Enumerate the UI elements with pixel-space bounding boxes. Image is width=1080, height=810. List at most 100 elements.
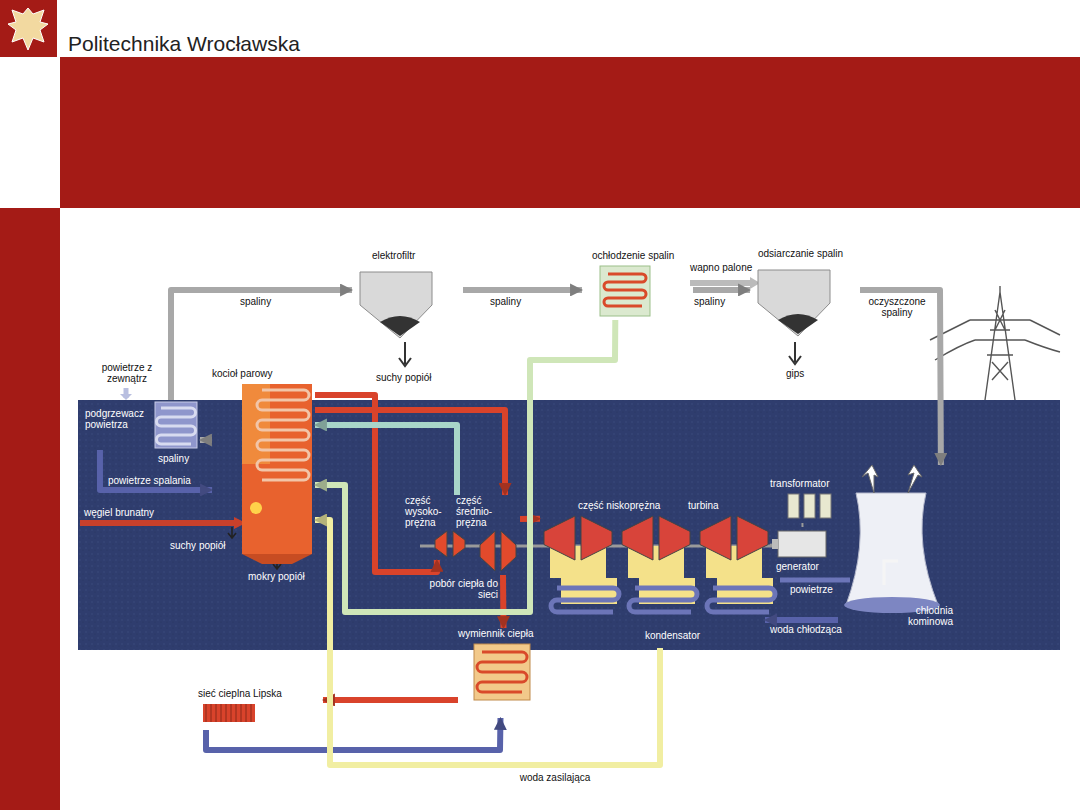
component-name: odsiarczanie spalin <box>758 248 858 259</box>
turbine-blades <box>501 531 516 571</box>
pipe-connector <box>693 287 750 293</box>
radiator-fin <box>236 704 237 722</box>
turbine-blades <box>737 516 768 560</box>
transformer: transformator <box>768 478 849 523</box>
title-band <box>60 57 1080 208</box>
desulphurisation-unit: odsiarczanie spalin <box>750 248 860 348</box>
boiler-body <box>242 384 312 554</box>
pipe-connector <box>500 575 506 628</box>
lime-feed-arrow <box>690 280 752 286</box>
pipe-connector <box>765 617 838 623</box>
label-holder: spaliny <box>694 296 744 307</box>
coil <box>707 588 775 612</box>
coil <box>157 408 196 444</box>
label-holder: powietrze z zewnątrz <box>95 362 159 384</box>
ash <box>380 316 420 336</box>
district-heating: sieć cieplna Lipska <box>193 688 323 730</box>
pipe-connector <box>171 290 352 400</box>
pipe-connector <box>323 697 458 703</box>
radiator-fin <box>226 704 227 722</box>
component-shape <box>352 250 463 350</box>
pipe-connector <box>860 290 941 465</box>
gypsum-arrow <box>789 342 801 364</box>
coil <box>551 588 619 612</box>
air-inlet-head <box>120 394 132 400</box>
label-holder: pobór ciepła do sieci <box>426 578 498 600</box>
flow-label: powietrze <box>790 584 840 595</box>
part-label: turbina <box>688 500 738 511</box>
condenser: kondensator <box>555 578 765 648</box>
ash-hopper <box>242 554 312 564</box>
turbine-blades <box>453 531 465 557</box>
turbine-blades <box>480 531 495 571</box>
hopper <box>758 270 830 336</box>
ash-arrow <box>399 342 411 366</box>
component-name: podgrzewacz powietrza <box>85 408 151 430</box>
turbine-blades <box>435 531 447 557</box>
pipe-connector <box>770 544 772 547</box>
output-label: suchy popiół <box>170 540 234 551</box>
transformer-core <box>804 494 815 518</box>
flow-label: spaliny <box>240 296 290 307</box>
turbine-blades <box>581 516 612 560</box>
label-holder: spaliny <box>240 296 290 307</box>
label-holder: gips <box>786 368 816 379</box>
flue-gas-cooler: ochłodzenie spalin <box>582 250 693 320</box>
flow-label: woda chłodząca <box>770 624 850 635</box>
turbine-blades <box>659 516 690 560</box>
institution-name: Politechnika Wrocławska <box>68 33 368 55</box>
generator-body <box>778 531 826 557</box>
pipe-connector <box>463 287 582 293</box>
ash <box>778 314 818 334</box>
input-label: wapno palone <box>690 262 760 273</box>
component-shape <box>212 368 315 593</box>
transformer-core <box>820 494 831 518</box>
component-name: wymiennik ciepła <box>458 628 545 639</box>
radiator <box>203 704 255 722</box>
label-holder: powietrze <box>790 584 840 595</box>
steam-boiler: kocioł parowy <box>212 368 315 593</box>
turbine-section: część niskoprężna <box>540 500 770 578</box>
header-ground <box>0 0 1080 57</box>
cooler-box <box>600 266 650 316</box>
fuel-label: węgiel brunatny <box>84 507 174 518</box>
label-holder: suchy popiół <box>376 372 446 383</box>
flow-label: spaliny <box>490 296 540 307</box>
pipe-connector <box>206 718 500 750</box>
pipe-connector <box>315 320 615 612</box>
tower-inlet <box>884 561 898 585</box>
component-name: ochłodzenie spalin <box>592 250 692 261</box>
label-holder: powietrze spalania <box>108 475 210 486</box>
radiator-fin <box>206 704 207 722</box>
component-name: transformator <box>770 478 848 489</box>
coal-feed <box>80 520 236 526</box>
ground-band <box>78 400 1060 650</box>
hopper <box>360 272 432 338</box>
component-name: elektrofiltr <box>372 250 462 261</box>
output-label: gips <box>786 368 816 379</box>
burner-flame <box>250 502 262 514</box>
label-holder: spaliny <box>490 296 540 307</box>
steam-arrow <box>862 465 878 493</box>
power-pylon <box>930 286 1060 400</box>
transformer-core <box>788 494 799 518</box>
electrostatic-filter: elektrofiltr <box>352 250 463 350</box>
flow-label: powietrze spalania <box>108 475 210 486</box>
turbine-section: część średnio- prężna <box>452 495 520 575</box>
label-holder: suchy popiół <box>170 540 234 551</box>
radiator-fin <box>246 704 247 722</box>
coil <box>629 588 697 612</box>
component-name: generator <box>776 561 832 572</box>
corner-square <box>0 57 60 208</box>
input-label: powietrze z zewnątrz <box>95 362 159 384</box>
side-strip <box>0 208 60 810</box>
turbine-blades <box>700 516 731 560</box>
component-name: kondensator <box>645 630 725 641</box>
flow-label: spaliny <box>158 453 203 464</box>
steam-arrow <box>908 465 922 493</box>
component-name: część średnio- prężna <box>456 495 512 528</box>
pipe-connector <box>200 437 212 443</box>
component-name: część wysoko- prężna <box>405 495 455 528</box>
logo-eagle <box>8 8 48 50</box>
